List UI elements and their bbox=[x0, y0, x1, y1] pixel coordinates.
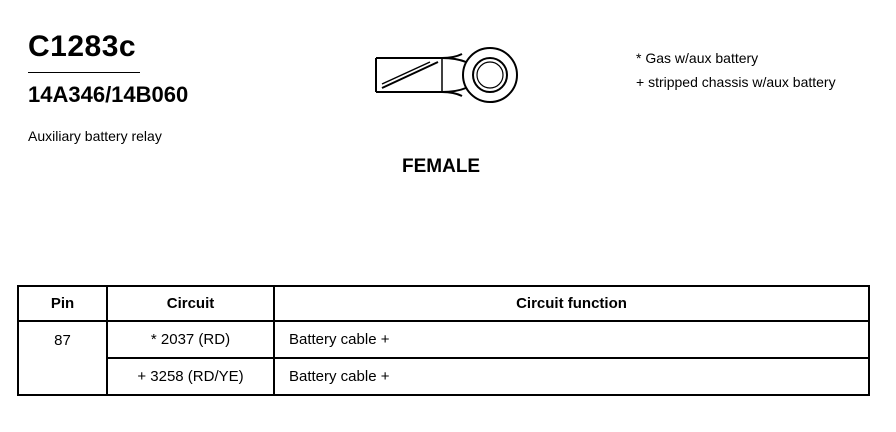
table-row: 87 * 2037 (RD) Battery cable + bbox=[17, 320, 870, 396]
connector-description: Auxiliary battery relay bbox=[28, 128, 162, 144]
pinout-table: Pin Circuit Circuit function 87 * 2037 (… bbox=[17, 285, 870, 396]
circuit-function-cell: Battery cable + bbox=[273, 357, 870, 396]
column-header-pin: Pin bbox=[17, 285, 108, 322]
table-row: + 3258 (RD/YE) Battery cable + bbox=[18, 357, 870, 396]
note-item: * Gas w/aux battery bbox=[636, 50, 759, 66]
table-header-row: Pin Circuit Circuit function bbox=[17, 285, 870, 322]
note-item: + stripped chassis w/aux battery bbox=[636, 74, 836, 90]
notes-legend: * Gas w/aux battery + stripped chassis w… bbox=[636, 46, 836, 94]
column-header-circuit: Circuit bbox=[106, 285, 275, 322]
connector-gender-label: FEMALE bbox=[402, 156, 481, 177]
circuit-function-cell: Battery cable + bbox=[273, 320, 870, 359]
connector-id: C1283c bbox=[28, 30, 137, 63]
ring-terminal-icon bbox=[375, 47, 518, 103]
column-header-circuit-function: Circuit function bbox=[273, 285, 870, 322]
circuit-cell: * 2037 (RD) bbox=[106, 320, 275, 359]
pin-cell: 87 bbox=[17, 320, 108, 396]
title-underline bbox=[28, 72, 140, 73]
part-number: 14A346/14B060 bbox=[28, 82, 189, 107]
circuit-cell: + 3258 (RD/YE) bbox=[106, 357, 275, 396]
